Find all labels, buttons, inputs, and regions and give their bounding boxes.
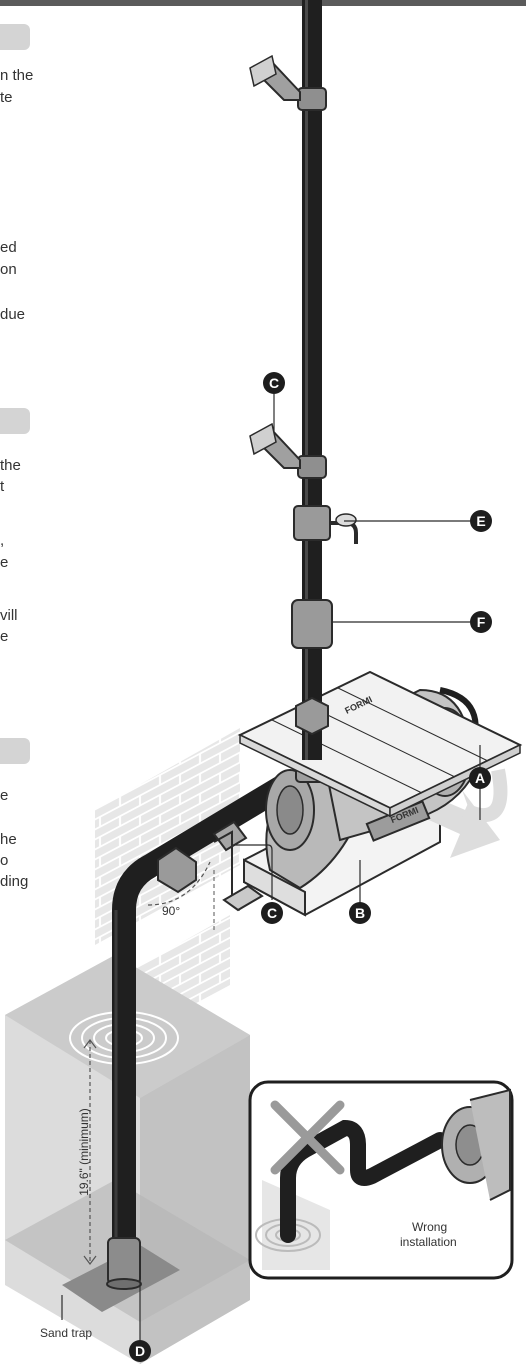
depth-dimension [83,1039,97,1265]
angle-guide [147,861,211,906]
text-fragment: o [0,852,9,869]
text-fragment: on [0,261,17,278]
text-fragment: he [0,831,17,848]
pipe-bracket-lower [213,830,264,912]
sand-trap-label: Sand trap [40,1326,93,1340]
leader-lines [61,394,481,1346]
faucet-valve [330,513,358,544]
text-fragment: te [0,89,13,106]
inset-wrong-installation [248,1080,514,1280]
angle-label: 90° [162,904,181,918]
text-fragment: ed [0,239,17,256]
callout-e: E [470,510,492,532]
callout-c-lower: C [261,902,283,924]
suction-pipe [112,773,297,1262]
discharge-pipe [302,0,322,760]
text-fragment: t [0,478,5,495]
text-fragment: e [0,628,9,645]
callout-f: F [470,611,492,633]
text-fragment: the [0,457,21,474]
wall-bracket-top [249,54,301,101]
wrong-installation-line2: installation [400,1235,457,1249]
text-fragment: e [0,787,9,804]
pipe-bracket-upper [249,422,301,469]
text-fragment: vill [0,607,18,624]
union-coupling [212,820,248,852]
section-tab-1 [0,24,30,50]
pipe-collar [297,87,327,111]
callout-b: B [349,902,371,924]
pipe-collar [297,455,327,479]
callout-d: D [129,1340,151,1362]
wrong-installation-line1: Wrong [412,1220,448,1234]
tee-fitting [293,505,331,541]
text-fragment: n the [0,67,34,84]
discharge-nut [295,696,329,736]
elbow-nut [157,846,197,894]
text-fragment: , [0,532,5,549]
text-fragment: due [0,306,26,323]
top-bar [0,0,526,6]
check-valve [291,599,333,649]
callout-a: A [469,767,491,789]
depth-label: 19.6" (minimum) [76,1108,91,1196]
section-tab-2 [0,408,30,434]
text-fragment: ding [0,873,29,890]
section-tab-3 [0,738,30,764]
callout-c-upper: C [263,372,285,394]
text-fragment: e [0,554,9,571]
foot-valve [106,1237,142,1290]
